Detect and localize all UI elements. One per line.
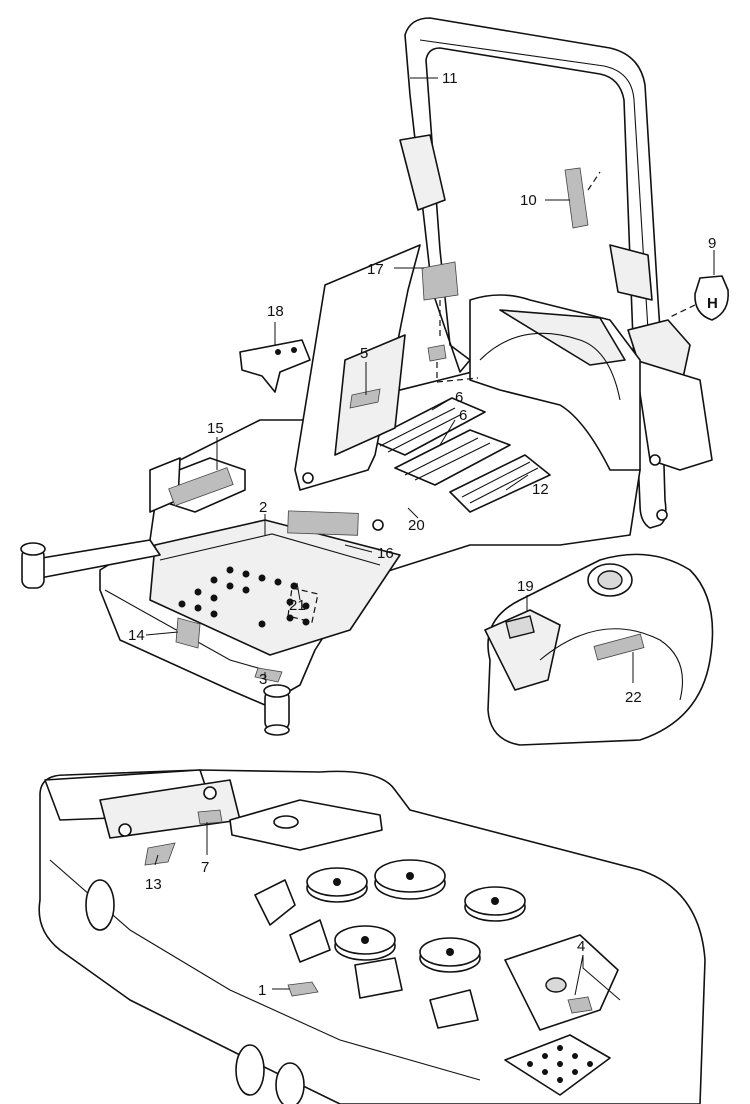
callout-20: 20 [408, 517, 425, 534]
decal-21-outline [287, 587, 319, 623]
callout-16: 16 [377, 545, 394, 562]
callout-12: 12 [532, 481, 549, 498]
decal-13 [144, 842, 176, 866]
decal-22 [593, 633, 645, 661]
callout-7: 7 [201, 859, 209, 876]
callout-11: 11 [442, 70, 458, 87]
decal-15 [168, 467, 234, 507]
callout-4: 4 [577, 938, 585, 955]
callout-17: 17 [367, 261, 384, 278]
rear-hood [484, 553, 714, 746]
callout-9: 9 [708, 235, 716, 252]
callout-3: 3 [259, 671, 267, 688]
callout-15: 15 [207, 420, 224, 437]
deck-pulleys [306, 859, 526, 973]
decal-14 [175, 617, 201, 649]
callout-13: 13 [145, 876, 162, 893]
decal-7 [197, 809, 223, 825]
leader-lines [145, 77, 715, 1001]
decal-10 [564, 167, 589, 229]
leader-badge [667, 304, 696, 319]
leader-6-dash [436, 362, 479, 383]
decal-1 [287, 981, 319, 997]
decal-6-small [427, 344, 447, 362]
callout-22: 22 [625, 689, 642, 706]
decal-17 [421, 261, 459, 301]
callout-19: 19 [517, 578, 534, 595]
seat-bracket [239, 339, 311, 393]
callout-6-upper: 6 [455, 389, 463, 406]
vented-panels [369, 397, 551, 513]
decal-4 [567, 996, 593, 1014]
callout-10: 10 [520, 192, 537, 209]
mower-deck [38, 769, 706, 1104]
callout-21: 21 [289, 597, 306, 614]
callout-labels: 1 2 3 4 5 6 6 7 9 10 11 12 13 14 15 16 1… [128, 70, 716, 999]
callout-14: 14 [128, 627, 145, 644]
decal-3 [254, 667, 283, 683]
leader-10-dash [587, 171, 601, 191]
brand-badge: H [694, 275, 729, 321]
callout-18: 18 [267, 303, 284, 320]
callout-6-lower: 6 [459, 407, 467, 424]
seat-plate [294, 244, 421, 531]
callout-5: 5 [360, 345, 368, 362]
decal-16 [287, 510, 359, 536]
badge-logo-text: H [707, 295, 718, 312]
tractor-chassis [20, 294, 641, 736]
decal-5 [349, 388, 381, 409]
callout-2: 2 [259, 499, 267, 516]
callout-1: 1 [258, 982, 266, 999]
